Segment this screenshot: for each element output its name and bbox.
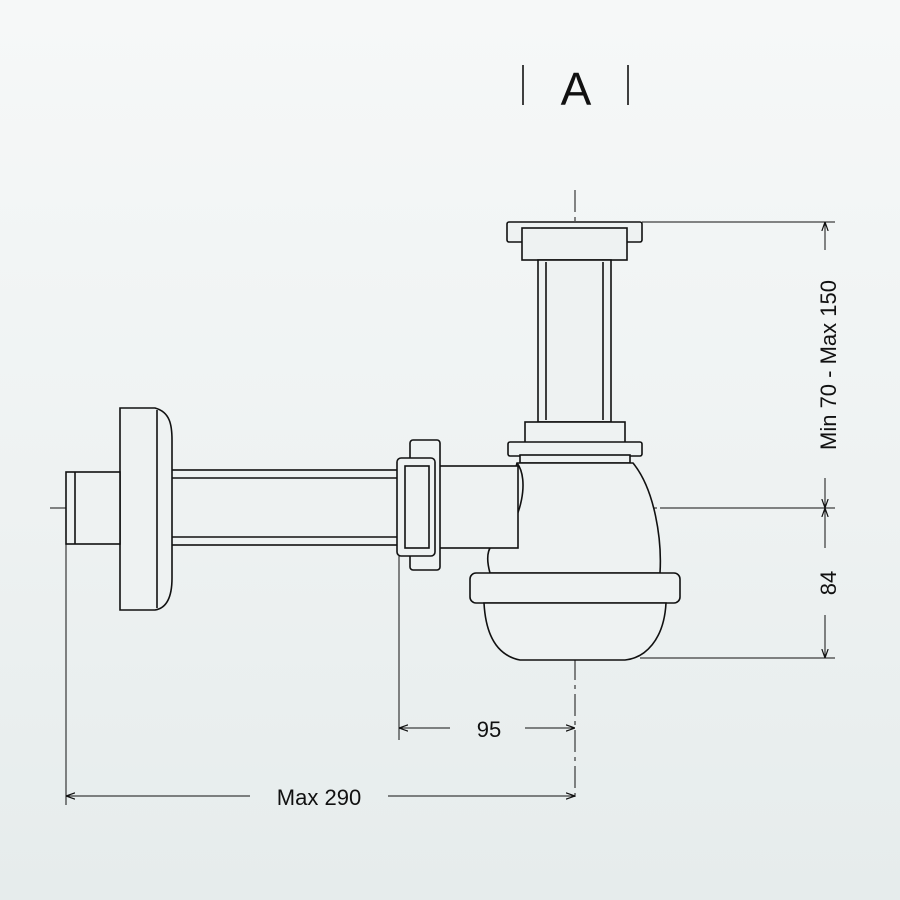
outlet-pipe bbox=[169, 469, 401, 546]
dim-offset-label: 95 bbox=[477, 717, 501, 742]
dim-max-length-label: Max 290 bbox=[277, 785, 361, 810]
dim-trap-height-label: 84 bbox=[816, 571, 841, 595]
nut-ring bbox=[519, 454, 631, 464]
vertical-pipe bbox=[537, 259, 612, 423]
lower-collar bbox=[524, 421, 626, 445]
extension-lines bbox=[65, 221, 835, 805]
siphon-assembly bbox=[65, 221, 681, 661]
wall-pipe bbox=[65, 471, 121, 545]
outlet-pipe-right bbox=[437, 465, 519, 549]
dimension-lines bbox=[66, 222, 825, 796]
trap-band bbox=[469, 572, 681, 604]
slip-nut-inner bbox=[404, 465, 430, 549]
view-label: A bbox=[522, 63, 629, 115]
view-label-text: A bbox=[561, 63, 592, 115]
dim-height-range-label: Min 70 - Max 150 bbox=[816, 280, 841, 450]
top-collar bbox=[521, 227, 628, 261]
wall-rosette bbox=[119, 407, 173, 611]
lower-nut bbox=[507, 441, 643, 457]
trap-bowl bbox=[483, 602, 667, 661]
